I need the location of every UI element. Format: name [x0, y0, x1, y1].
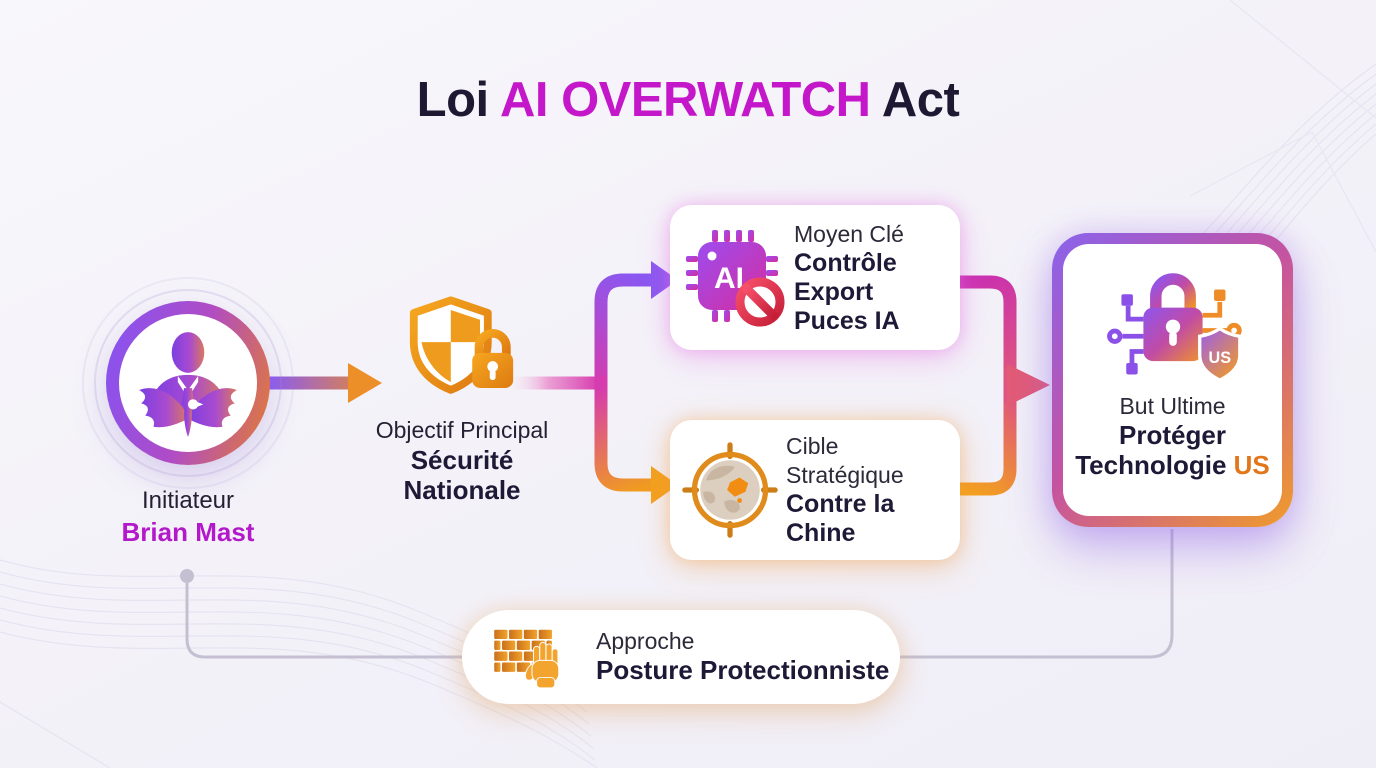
page-title: Loi AI OVERWATCH Act — [0, 72, 1376, 128]
initiator-name: Brian Mast — [121, 517, 255, 547]
goal-value-line2: Technologie US — [1075, 450, 1270, 480]
approach-pill: Approche Posture Protectionniste — [462, 610, 900, 704]
title-highlight: AI OVERWATCH — [499, 73, 871, 127]
person-eagle-icon — [139, 332, 237, 437]
goal-card-inner: US But Ultime Protéger Technologie US — [1063, 244, 1282, 516]
goal-value-tech: Technologie — [1075, 450, 1227, 480]
objective-label: Objectif Principal — [375, 417, 549, 443]
objective-text: Objectif Principal Sécurité Nationale — [342, 416, 582, 505]
target-label-line2: Stratégique — [786, 462, 904, 488]
target-text: Cible Stratégique Contre la Chine — [786, 432, 904, 548]
means-accent: Puces IA — [794, 306, 900, 335]
target-label-line1: Cible — [786, 433, 839, 459]
title-part1: Loi — [416, 73, 489, 127]
means-text: Moyen Clé Contrôle Export Puces IA — [794, 220, 904, 336]
title-part2: Act — [881, 73, 960, 127]
approach-label: Approche — [596, 628, 695, 654]
us-badge-text: US — [1208, 349, 1231, 367]
target-value-line1: Contre la — [786, 490, 895, 518]
means-value-line1: Contrôle — [794, 248, 897, 277]
initiator-node — [82, 277, 294, 489]
grey-connector-lines — [180, 529, 1174, 659]
target-accent: Chine — [786, 519, 856, 547]
goal-card: US But Ultime Protéger Technologie US — [1052, 233, 1293, 527]
target-card: Cible Stratégique Contre la Chine — [670, 420, 960, 560]
shield-lock-icon — [409, 296, 514, 394]
globe-target-icon — [682, 442, 778, 538]
means-card: AI Moyen Clé Contrôle Export Puces IA — [670, 205, 960, 350]
ai-chip-ban-icon: AI — [686, 229, 785, 326]
goal-value-line1: Protéger — [1119, 420, 1226, 450]
approach-value: Posture Protectionniste — [596, 655, 890, 685]
initiator-circle — [119, 314, 257, 452]
initiator-label: Initiateur — [141, 487, 235, 514]
brick-wall-hand-icon — [494, 629, 560, 689]
goal-label: But Ultime — [1119, 393, 1226, 419]
approach-text: Approche Posture Protectionniste — [596, 628, 889, 686]
lock-circuit-us-icon: US — [1106, 273, 1242, 383]
objective-value-line1: Sécurité — [410, 445, 514, 475]
means-label: Moyen Clé — [794, 220, 904, 247]
means-value-line2: Export — [794, 277, 874, 306]
objective-value-line2: Nationale — [403, 475, 521, 505]
goal-accent: US — [1233, 450, 1270, 480]
